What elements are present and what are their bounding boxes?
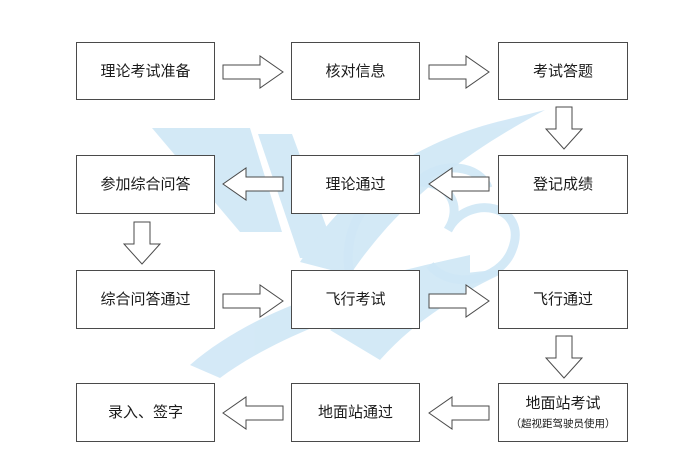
arrow-down-icon	[123, 221, 161, 265]
step-record-score: 登记成绩	[498, 155, 628, 214]
step-label: 录入、签字	[107, 403, 183, 422]
step-label: 综合问答通过	[100, 290, 191, 309]
arrow-down-icon	[545, 106, 583, 150]
arrow-left-icon	[428, 396, 490, 430]
step-label: 登记成绩	[532, 175, 593, 194]
step-flight-passed: 飞行通过	[498, 270, 628, 329]
step-ground-station-passed: 地面站通过	[291, 383, 420, 442]
arrow-right-icon	[222, 284, 284, 318]
step-verify-info: 核对信息	[291, 42, 420, 100]
arrow-left-icon	[222, 396, 284, 430]
step-label: 地面站考试	[525, 394, 601, 413]
arrow-left-icon	[222, 167, 284, 201]
arrow-right-icon	[428, 284, 490, 318]
step-label: 飞行通过	[532, 290, 593, 309]
step-answer-exam: 考试答题	[498, 42, 628, 100]
step-label: 参加综合问答	[100, 175, 191, 194]
arrow-right-icon	[428, 55, 490, 89]
arrow-down-icon	[545, 335, 583, 379]
step-theory-exam-prep: 理论考试准备	[76, 42, 215, 100]
arrow-right-icon	[222, 55, 284, 89]
step-theory-passed: 理论通过	[291, 155, 420, 214]
step-join-oral-qa: 参加综合问答	[76, 155, 215, 214]
step-label: 核对信息	[325, 61, 386, 80]
step-flight-exam: 飞行考试	[291, 270, 420, 329]
step-label: 理论考试准备	[100, 61, 191, 80]
step-label: 飞行考试	[325, 290, 386, 309]
step-oral-qa-passed: 综合问答通过	[76, 270, 215, 329]
arrow-left-icon	[428, 167, 490, 201]
step-note: （超视距驾驶员使用）	[510, 417, 616, 430]
step-ground-station-exam: 地面站考试 （超视距驾驶员使用）	[498, 383, 628, 442]
step-label: 地面站通过	[317, 403, 393, 422]
step-entry-sign: 录入、签字	[76, 383, 215, 442]
step-label: 理论通过	[325, 175, 386, 194]
step-label: 考试答题	[532, 61, 593, 80]
